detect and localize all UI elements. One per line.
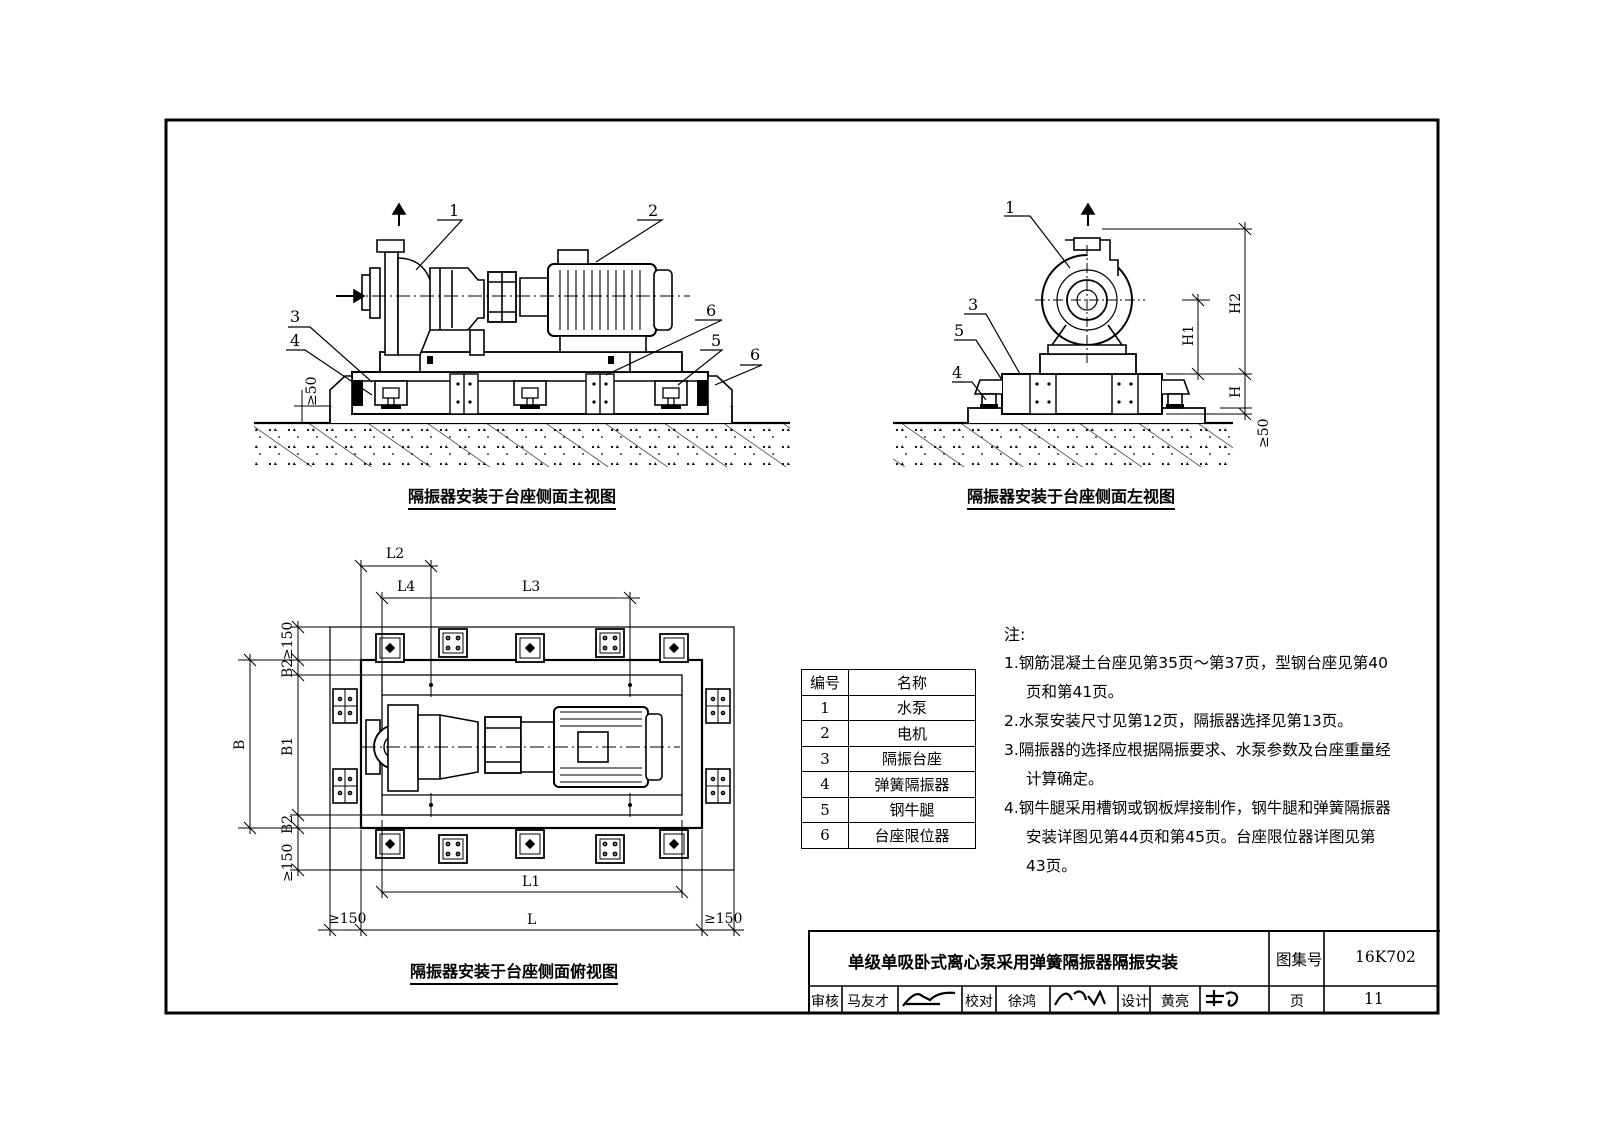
note-item: 2.水泵安装尺寸见第12页，隔振器选择见第13页。: [1004, 712, 1353, 730]
foundation-outline: [329, 626, 735, 871]
row-no: 2: [801, 720, 849, 747]
page-number: 11: [1364, 990, 1384, 1008]
label-5-front: 5: [711, 331, 721, 350]
dim-H: H: [1228, 386, 1244, 398]
signature-review: [902, 991, 956, 1007]
signature-design: [1206, 990, 1239, 1007]
caption-front-view: 隔振器安装于台座侧面主视图: [408, 483, 617, 510]
dim-ge150-bottom: ≥150: [280, 844, 296, 882]
dim-H2: H2: [1228, 293, 1244, 314]
atlas-number: 16K702: [1355, 948, 1416, 966]
dim-H1: H1: [1181, 325, 1197, 346]
front-view: [254, 202, 790, 467]
coupling-top: [484, 716, 522, 774]
review-label: 审核: [811, 994, 839, 1010]
label-6-front-a: 6: [706, 301, 716, 320]
check-name: 徐鸿: [1008, 994, 1036, 1010]
page-label: 页: [1290, 994, 1304, 1010]
label-4-front: 4: [290, 331, 300, 350]
dim-L3: L3: [522, 579, 540, 595]
label-1-left: 1: [1005, 198, 1015, 217]
drawing-title: 单级单吸卧式离心泵采用弹簧隔振器隔振安装: [848, 953, 1178, 972]
limit-stop-left: [329, 375, 353, 414]
signature-check: [1054, 989, 1107, 1007]
header-name: 名称: [848, 669, 976, 696]
dim-L2: L2: [386, 546, 404, 562]
design-label: 设计: [1121, 994, 1149, 1010]
label-1-front: 1: [449, 201, 459, 220]
label-3-front: 3: [290, 307, 300, 326]
row-no: 1: [801, 694, 849, 721]
caption-top-view: 隔振器安装于台座侧面俯视图: [410, 958, 619, 985]
ground-front: [254, 405, 790, 467]
note-item: 1.钢筋混凝土台座见第35页～第37页，型钢台座见第40页和第41页。: [1004, 654, 1388, 701]
notes: 注: 1.钢筋混凝土台座见第35页～第37页，型钢台座见第40页和第41页。 2…: [1004, 620, 1394, 881]
notes-heading: 注:: [1004, 625, 1026, 644]
check-label: 校对: [965, 994, 993, 1010]
drawing-frame: [164, 118, 1440, 1015]
row-no: 6: [801, 822, 849, 849]
label-6-front-b: 6: [750, 345, 760, 364]
row-no: 4: [801, 771, 849, 798]
dim-ge50-front: ≥50: [304, 376, 320, 406]
limit-stop-right: [707, 375, 733, 414]
dim-ge150-right: ≥150: [704, 911, 742, 927]
top-view: [238, 559, 744, 937]
caption-left-view: 隔振器安装于台座侧面左视图: [967, 483, 1176, 510]
dim-ge150-left: ≥150: [328, 911, 366, 927]
row-no: 5: [801, 796, 849, 823]
parts-table-header: 编号 名称: [801, 669, 976, 696]
note-item: 3.隔振器的选择应根据隔振要求、水泵参数及台座重量经计算确定。: [1004, 741, 1391, 788]
row-no: 3: [801, 745, 849, 772]
note-item: 4.钢牛腿采用槽钢或钢板焊接制作，钢牛腿和弹簧隔振器安装详图见第44页和第45页…: [1004, 799, 1391, 875]
label-2-front: 2: [648, 201, 658, 220]
dim-B: B: [232, 740, 248, 750]
row-name: 隔振台座: [848, 745, 976, 772]
row-name: 水泵: [848, 694, 976, 721]
pump-front: [361, 239, 485, 356]
header-no: 编号: [801, 669, 849, 696]
row-name: 台座限位器: [848, 822, 976, 849]
label-5-left: 5: [954, 321, 964, 340]
atlas-label: 图集号: [1276, 951, 1323, 969]
label-4-left: 4: [952, 363, 962, 382]
dim-B2-bottom: B2: [280, 815, 296, 834]
title-block-grid: [808, 930, 1438, 1013]
review-name: 马友才: [847, 994, 889, 1010]
row-name: 钢牛腿: [848, 796, 976, 823]
row-name: 弹簧隔振器: [848, 771, 976, 798]
dim-L1: L1: [522, 874, 540, 890]
dim-L4: L4: [397, 579, 415, 595]
label-3-left: 3: [968, 295, 978, 314]
dim-L: L: [527, 912, 536, 928]
row-name: 电机: [848, 720, 976, 747]
title-block: 单级单吸卧式离心泵采用弹簧隔振器隔振安装 图集号 16K702 审核 马友才 校…: [808, 930, 1440, 1014]
left-view: [893, 202, 1252, 467]
dim-ge150-top: ≥150: [280, 622, 296, 660]
dim-B1: B1: [280, 737, 296, 756]
dim-B2-top: B2: [280, 659, 296, 678]
design-name: 黄亮: [1161, 994, 1189, 1010]
motor-front: [519, 249, 673, 353]
dim-ge50-left: ≥50: [1256, 418, 1272, 448]
